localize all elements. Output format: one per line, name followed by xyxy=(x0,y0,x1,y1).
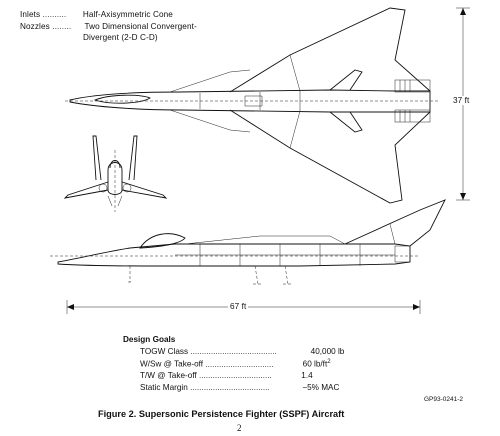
goal-leader-dots: ................................ xyxy=(198,371,272,380)
reference-code: GP93-0241-2 xyxy=(424,396,464,403)
goal-value: −5% MAC xyxy=(302,383,340,392)
goal-value-superscript: 2 xyxy=(327,359,331,365)
spec-nozzles-cont: Divergent (2-D C-D) xyxy=(83,33,158,42)
page-number: 2 xyxy=(237,423,242,433)
spec-inlets: Inlets .......... Half-Axisymmetric Cone xyxy=(20,10,173,19)
front-view xyxy=(63,135,168,212)
spec-nozzles-value: Two Dimensional Convergent- xyxy=(84,22,197,31)
goal-label: Static Margin xyxy=(140,383,188,392)
spec-nozzles: Nozzles ........ Two Dimensional Converg… xyxy=(20,22,197,31)
side-view xyxy=(50,199,446,285)
goal-row: Static Margin ..........................… xyxy=(140,383,390,392)
goal-leader-dots: ................................... xyxy=(190,383,270,392)
goal-value: 40,000 lb xyxy=(310,347,345,356)
span-dimension-label: 37 ft xyxy=(452,96,471,105)
spec-inlets-value: Half-Axisymmetric Cone xyxy=(82,10,173,19)
goal-value: 60 lb/ft xyxy=(302,359,328,369)
spec-leader-dots: .......... xyxy=(42,10,67,19)
spec-leader-dots: ........ xyxy=(52,22,72,31)
design-goals-heading: Design Goals xyxy=(123,335,176,344)
spec-nozzles-value-cont: Divergent (2-D C-D) xyxy=(83,33,158,42)
goal-row: T/W @ Take-off .........................… xyxy=(140,371,390,380)
top-view-planform xyxy=(65,7,440,204)
goal-row: TOGW Class .............................… xyxy=(140,347,390,356)
spec-nozzles-label: Nozzles xyxy=(20,22,50,31)
goal-row: W/Sw @ Take-off ........................… xyxy=(140,359,390,369)
goal-leader-dots: .............................. xyxy=(205,359,274,369)
goal-value: 1.4 xyxy=(301,371,313,380)
figure-caption: Figure 2. Supersonic Persistence Fighter… xyxy=(98,409,345,419)
spec-inlets-label: Inlets xyxy=(20,10,41,19)
goal-label: T/W @ Take-off xyxy=(140,371,197,380)
length-dimension-label: 67 ft xyxy=(228,302,249,311)
goal-label: TOGW Class xyxy=(140,347,189,356)
goal-label: W/Sw @ Take-off xyxy=(140,359,204,369)
goal-leader-dots: ...................................... xyxy=(190,347,277,356)
